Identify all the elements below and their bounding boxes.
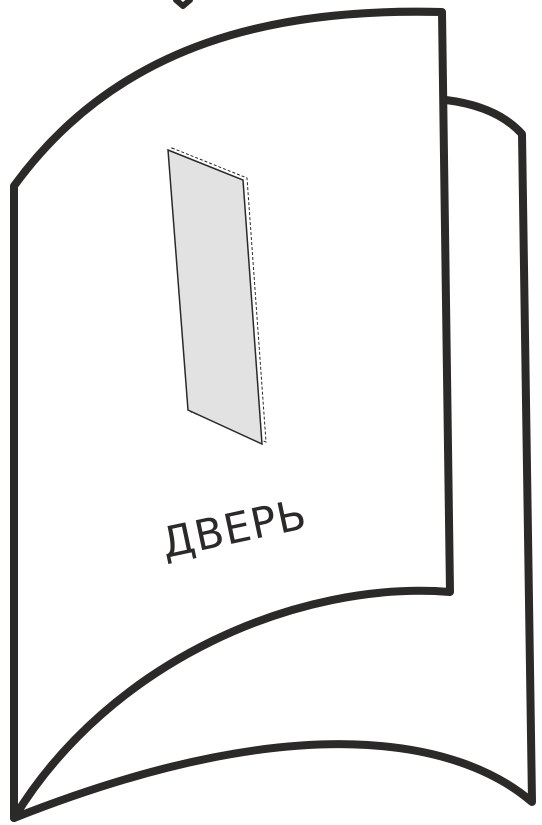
top-arrow-fragment	[176, 0, 190, 6]
